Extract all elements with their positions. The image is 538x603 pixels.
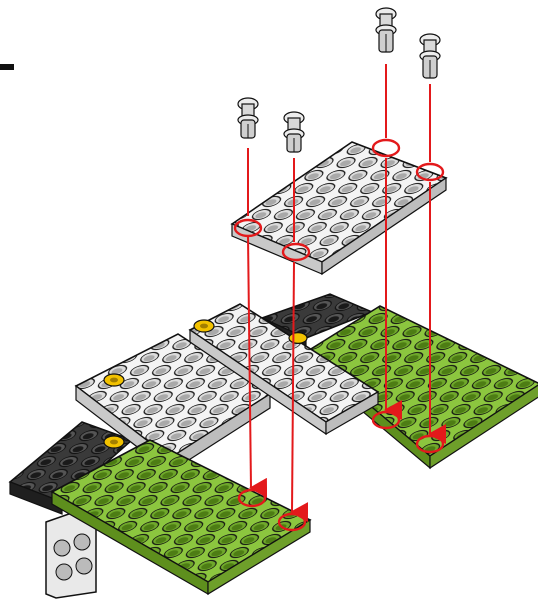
step-marker	[0, 64, 14, 70]
white-plate-floating	[230, 141, 448, 276]
yellow-pins	[103, 319, 308, 449]
green-plate-left	[50, 439, 312, 596]
connector-pin-icon	[237, 7, 441, 153]
guide-arrows	[247, 64, 446, 523]
